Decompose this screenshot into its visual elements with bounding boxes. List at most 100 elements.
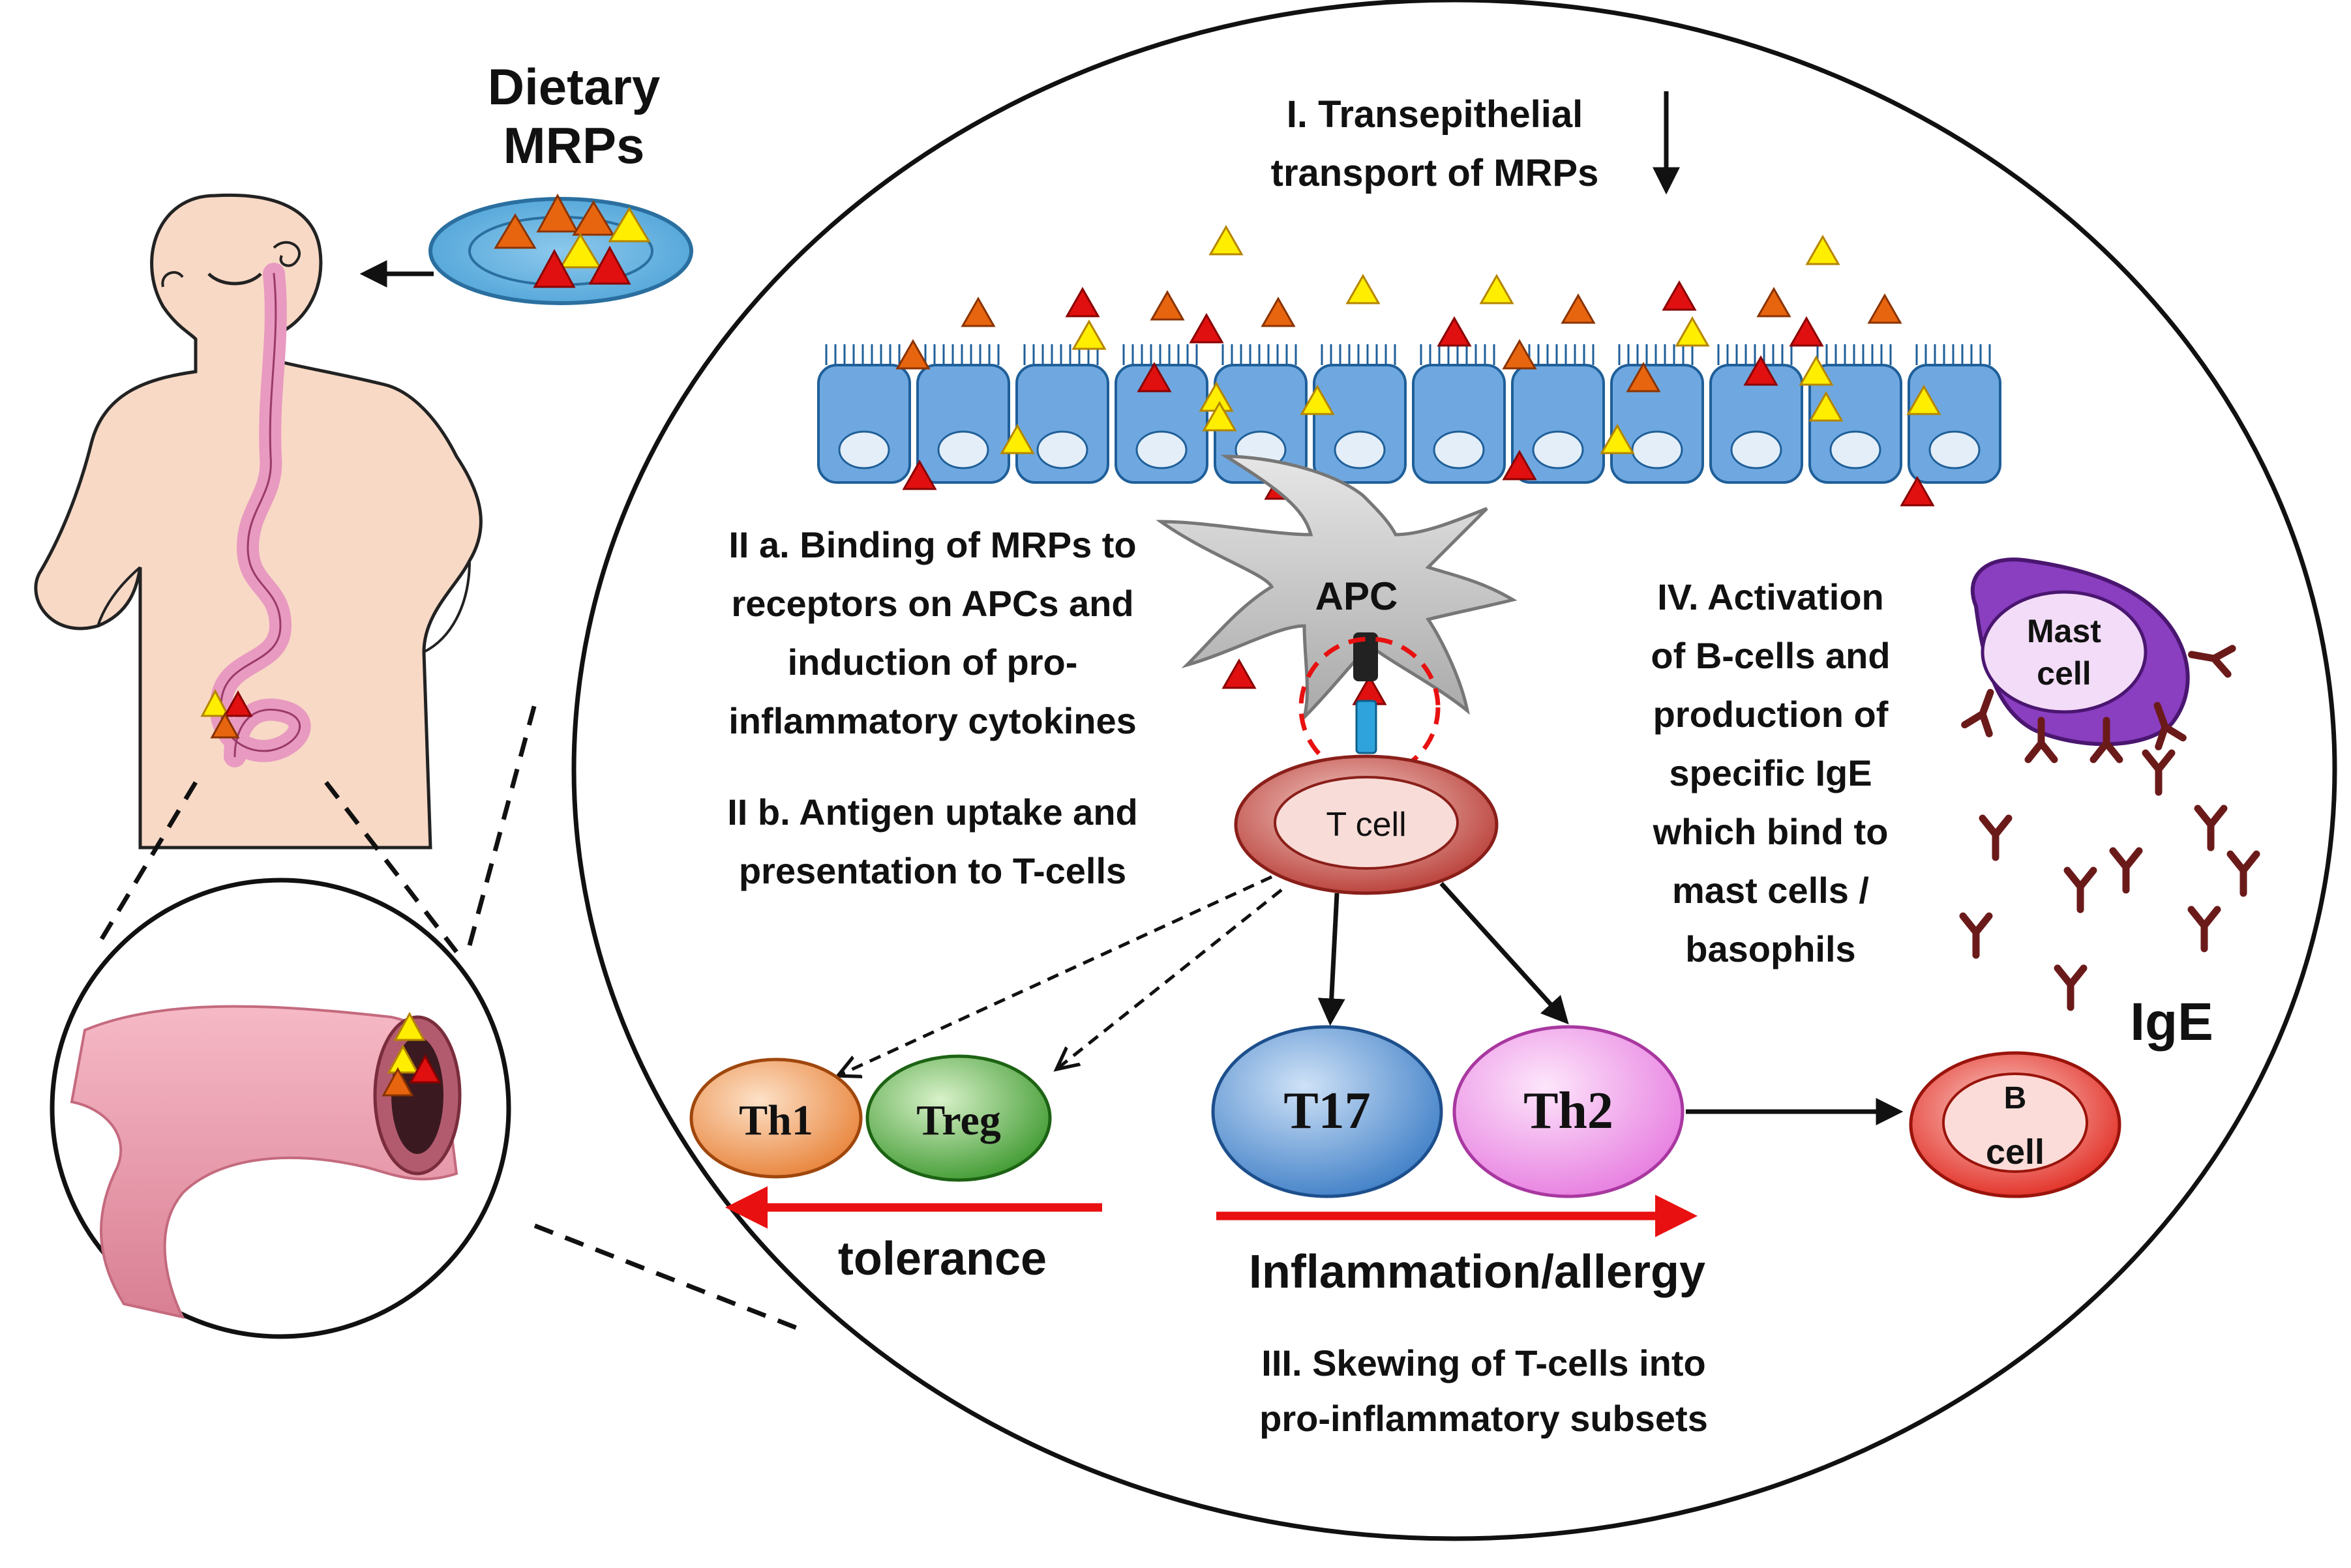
ige-molecule	[2226, 850, 2260, 897]
mrp-triangle	[902, 459, 937, 490]
mrp-triangle	[1137, 361, 1172, 392]
b-cell-label-line2: cell	[1986, 1132, 2044, 1172]
t17-cell: T17	[1211, 1025, 1443, 1198]
tcell-to-treg-arrow	[1056, 889, 1283, 1069]
epithelial-cell	[1709, 344, 1803, 484]
epithelial-cell	[1511, 344, 1605, 484]
step-III-text: III. Skewing of T-cells into pro-inflamm…	[1259, 1342, 1708, 1439]
synapse-highlight	[1298, 636, 1441, 778]
epithelial-cell	[1015, 344, 1109, 484]
svg-text:pro-inflammatory subsets: pro-inflammatory subsets	[1259, 1398, 1708, 1439]
mrp-triangle	[1662, 280, 1697, 311]
epithelial-cell	[1808, 344, 1902, 484]
svg-text:presentation to T-cells: presentation to T-cells	[739, 850, 1126, 891]
apc-label: APC	[1315, 574, 1398, 618]
ige-molecule	[2142, 749, 2176, 796]
ige-molecule	[2187, 906, 2221, 953]
dietary-label-line1: Dietary	[488, 58, 660, 115]
th2-cell: Th2	[1452, 1025, 1685, 1198]
mhc-molecule	[1353, 632, 1378, 681]
tcr-molecule	[1355, 700, 1377, 754]
th1-label: Th1	[739, 1097, 813, 1144]
mrp-triangle	[1906, 384, 1941, 415]
mrp-triangle	[1743, 355, 1778, 386]
mrp-triangle	[1071, 319, 1107, 350]
epithelial-cell	[1412, 344, 1506, 484]
mrp-triangle	[1300, 384, 1335, 415]
ige-molecule	[2024, 717, 2058, 763]
b-cell-label-line1: B	[2004, 1081, 2027, 1116]
epithelial-cell	[916, 344, 1010, 484]
mrp-triangle	[1756, 286, 1791, 318]
ige-molecule	[1979, 814, 2013, 861]
step-IIa-text: II a. Binding of MRPs to receptors on AP…	[728, 524, 1137, 741]
mrp-triangle	[1805, 234, 1840, 265]
mrp-triangle	[1502, 338, 1537, 370]
mrp-triangle	[1065, 286, 1100, 318]
epithelial-cell	[1908, 344, 2001, 484]
svg-text:production of: production of	[1653, 694, 1889, 735]
epithelial-cell	[1610, 344, 1704, 484]
step-I-line1: I. Transepithelial	[1287, 93, 1583, 136]
ige-label: IgE	[2130, 992, 2213, 1052]
ige-antibodies	[1959, 645, 2260, 1011]
epithelial-cell	[1115, 344, 1208, 484]
mrp-triangle	[1479, 273, 1514, 304]
mrp-triangle	[1626, 361, 1661, 392]
epithelial-cell	[1313, 344, 1407, 484]
mast-cell: Mast cell	[1970, 557, 2190, 747]
zoom-line-gut-right	[324, 780, 458, 954]
ige-molecule	[2063, 866, 2097, 913]
ige-molecule	[2194, 805, 2228, 851]
human-figure	[34, 193, 483, 850]
ige-molecule	[2109, 847, 2143, 894]
t17-label: T17	[1283, 1082, 1370, 1140]
ige-molecule	[1961, 688, 1994, 737]
tcell-to-th2-arrow	[1439, 881, 1569, 1025]
mrp-triangle	[1150, 289, 1185, 321]
step-I-line2: transport of MRPs	[1271, 152, 1599, 194]
ige-molecule	[2054, 964, 2088, 1011]
epithelium-layer	[817, 344, 2001, 484]
mrp-triangle	[1345, 273, 1381, 304]
tcell-to-th1-arrow	[838, 875, 1273, 1076]
mrp-triangle	[1675, 316, 1710, 347]
inflammation-label: Inflammation/allergy	[1249, 1246, 1705, 1298]
svg-text:receptors on APCs and: receptors on APCs and	[731, 583, 1133, 624]
step-IV-text: IV. Activation of B-cells and production…	[1651, 576, 1890, 969]
zoom-line-closeup-top	[467, 703, 537, 946]
apc-cell: APC	[1156, 454, 1518, 723]
svg-text:of B-cells and: of B-cells and	[1651, 635, 1890, 676]
svg-text:III. Skewing of T-cells into: III. Skewing of T-cells into	[1261, 1342, 1705, 1383]
t-cell: T cell	[1234, 754, 1499, 895]
mrp-triangle	[1000, 423, 1035, 454]
t-cell-label: T cell	[1326, 806, 1406, 844]
mrp-triangle	[1867, 293, 1902, 324]
mrp-triangle	[1900, 475, 1935, 507]
mrp-triangle	[1202, 400, 1237, 432]
mast-cell-label-line2: cell	[2037, 655, 2091, 692]
dietary-label-line2: MRPs	[503, 117, 645, 174]
mrp-triangle	[1437, 316, 1472, 347]
ige-molecule	[2188, 645, 2236, 678]
th2-label: Th2	[1523, 1082, 1613, 1140]
svg-text:induction of pro-: induction of pro-	[788, 642, 1078, 683]
svg-text:which bind to: which bind to	[1653, 811, 1889, 852]
mrp-triangle	[1208, 224, 1244, 256]
ige-molecule	[2153, 702, 2187, 750]
mrp-triangle	[1808, 391, 1844, 422]
mast-cell-label-line1: Mast	[2027, 613, 2101, 649]
ige-molecule	[1959, 912, 1993, 959]
zoom-line-closeup-bottom	[533, 1223, 803, 1333]
b-cell: B cell	[1909, 1051, 2121, 1198]
mrp-triangle	[961, 296, 996, 327]
svg-text:basophils: basophils	[1685, 928, 1855, 969]
dietary-plate	[428, 193, 693, 305]
intestine-closeup	[50, 878, 511, 1339]
mrp-triangle	[1600, 423, 1635, 454]
svg-text:II b. Antigen uptake and: II b. Antigen uptake and	[727, 791, 1138, 833]
mrp-particles	[895, 224, 1941, 705]
svg-text:specific IgE: specific IgE	[1669, 752, 1872, 793]
ige-molecule	[2089, 717, 2123, 763]
